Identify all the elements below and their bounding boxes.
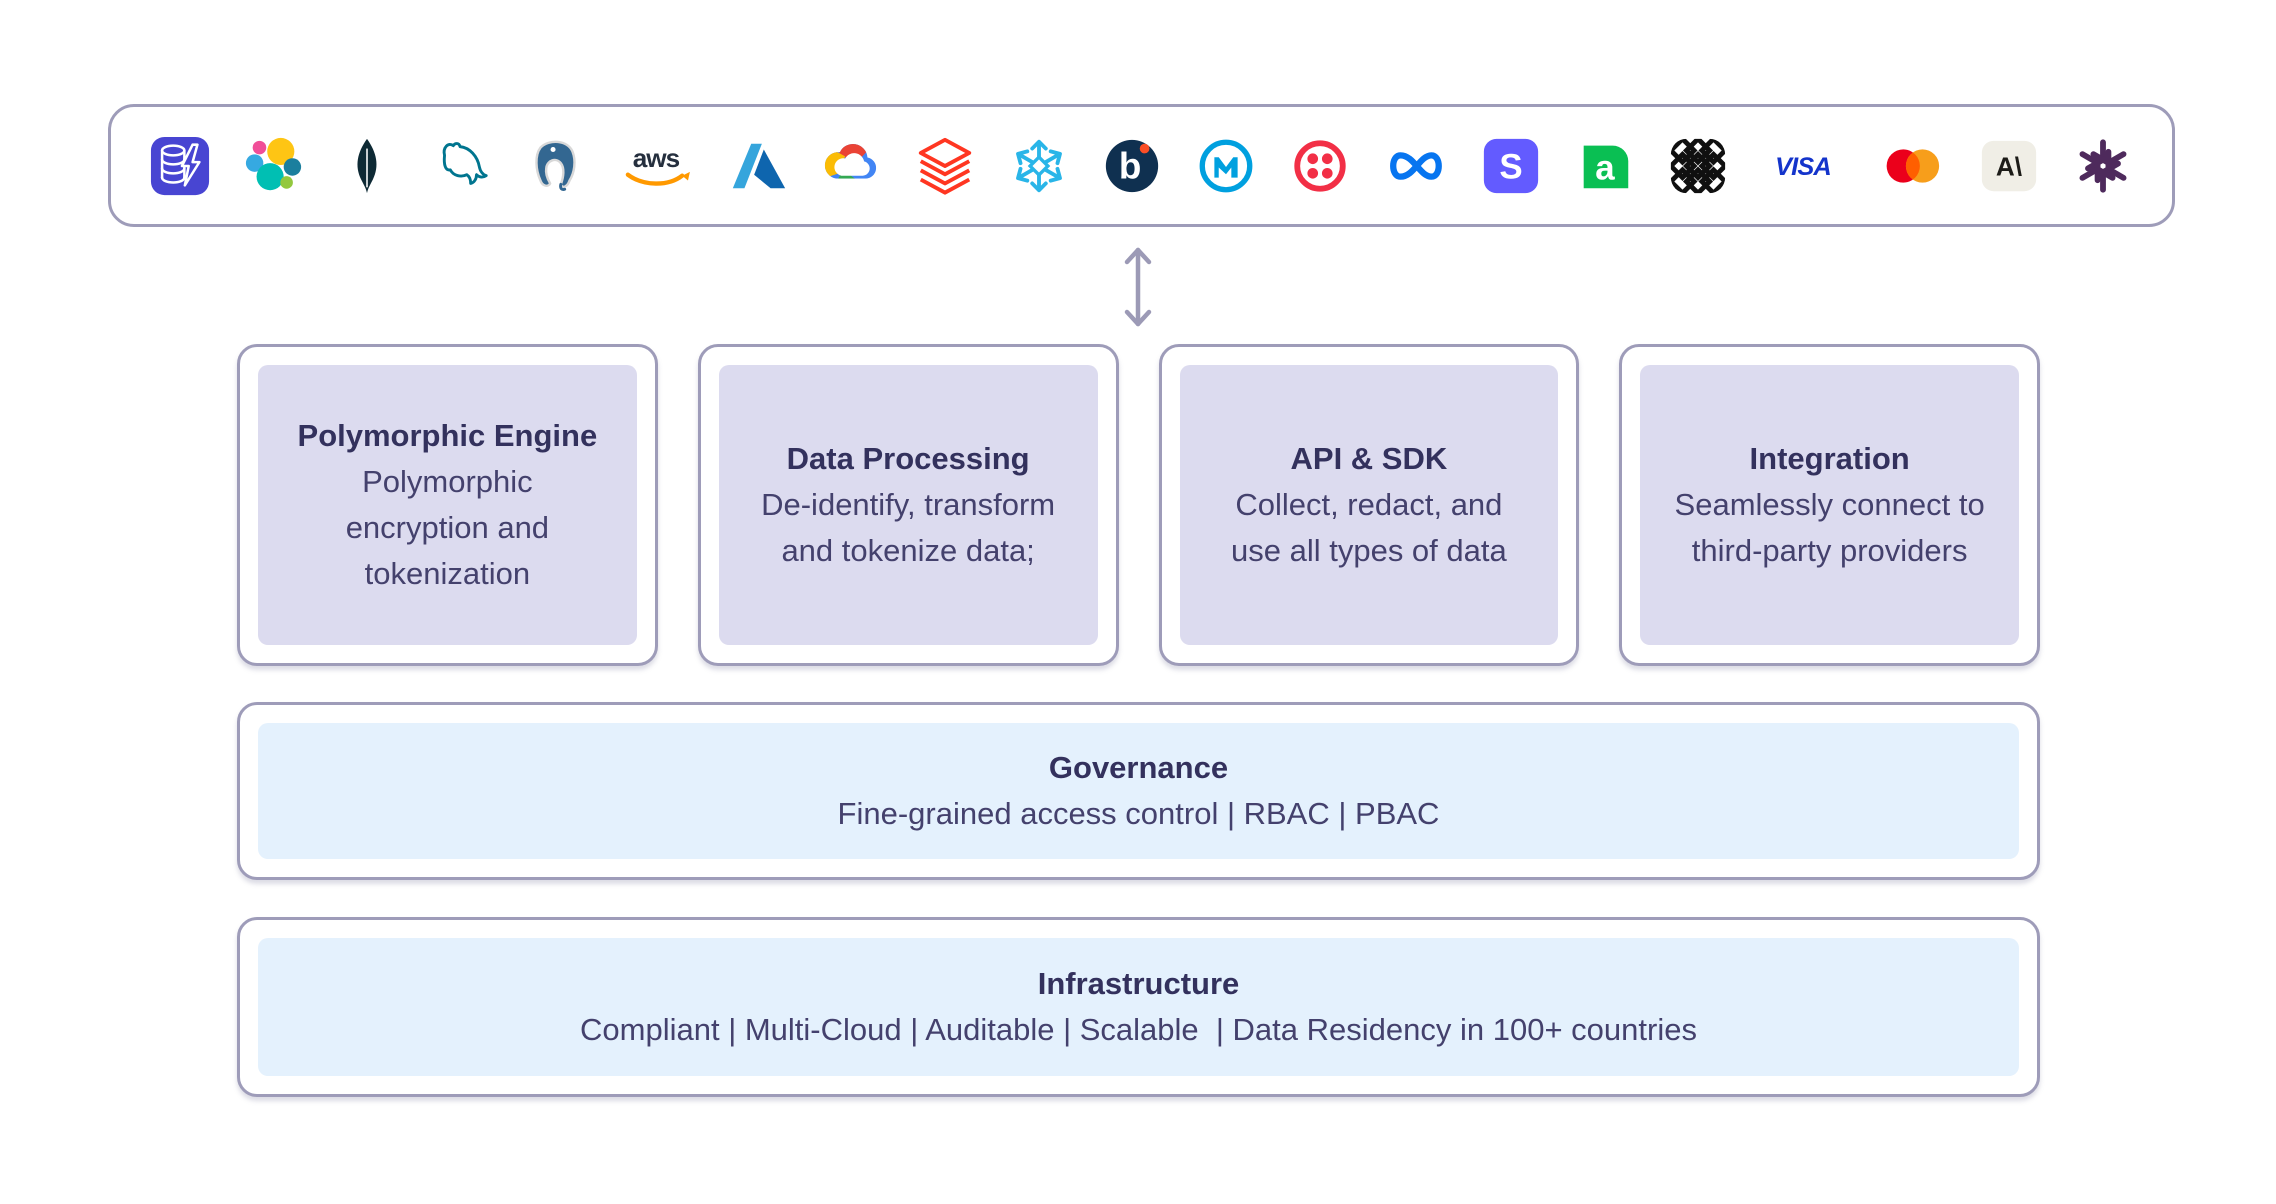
feature-card-description: De-identify, transform and tokenize data…: [761, 487, 1064, 568]
mulesoft-logo: [1195, 135, 1257, 197]
adyen-logo: a: [1574, 135, 1636, 197]
databricks-logo: [914, 135, 976, 197]
boomi-letter: b: [1119, 145, 1141, 186]
infrastructure-band-inner: Infrastructure Compliant | Multi-Cloud |…: [258, 938, 2019, 1076]
marqeta-logo: [1667, 135, 1729, 197]
governance-title: Governance: [1048, 750, 1229, 785]
visa-wordmark: VISA: [1775, 152, 1831, 180]
mongodb-logo: [336, 135, 398, 197]
feature-card-description: Polymorphic encryption and tokenization: [345, 464, 558, 591]
infrastructure-title: Infrastructure: [1037, 966, 1240, 1001]
feature-card-description: Collect, redact, and use all types of da…: [1231, 487, 1512, 568]
mastercard-logo: [1877, 135, 1947, 197]
twilio-logo: [1289, 135, 1351, 197]
feature-card-api-sdk: API & SDK Collect, redact, and use all t…: [1158, 344, 1580, 666]
governance-band-inner: Governance Fine-grained access control |…: [258, 723, 2019, 859]
snowflake-logo: [1008, 135, 1070, 197]
elasticsearch-logo: [243, 135, 305, 197]
feature-card-inner: Integration Seamlessly connect to third-…: [1640, 365, 2019, 645]
infrastructure-description: Compliant | Multi-Cloud | Auditable | Sc…: [580, 1012, 1697, 1047]
visa-logo: VISA: [1761, 135, 1845, 197]
infrastructure-band: Infrastructure Compliant | Multi-Cloud |…: [237, 917, 2040, 1097]
aws-wordmark: aws: [633, 142, 680, 172]
feature-card-inner: API & SDK Collect, redact, and use all t…: [1179, 365, 1559, 645]
feature-card-title: Data Processing: [786, 441, 1030, 476]
adyen-letter: a: [1595, 148, 1615, 187]
anthropic-logo: A\: [1978, 135, 2040, 197]
feature-card-polymorphic-engine: Polymorphic Engine Polymorphic encryptio…: [237, 344, 658, 666]
openai-logo: [2072, 135, 2134, 197]
feature-card-title: Integration: [1749, 441, 1910, 476]
stripe-logo: S: [1480, 135, 1542, 197]
aws-logo: aws: [617, 135, 695, 197]
feature-card-inner: Polymorphic Engine Polymorphic encryptio…: [258, 365, 637, 645]
partner-logo-bar: aws: [108, 104, 2175, 227]
feature-card-row: Polymorphic Engine Polymorphic encryptio…: [237, 344, 2040, 666]
stripe-letter: S: [1499, 147, 1522, 186]
feature-card-title: API & SDK: [1290, 441, 1448, 476]
microsoft-azure-logo: [727, 135, 789, 197]
feature-card-integration: Integration Seamlessly connect to third-…: [1619, 344, 2040, 666]
anthropic-letterform: A\: [1996, 151, 2023, 181]
meta-logo: [1382, 135, 1448, 197]
mysql-logo: [430, 135, 492, 197]
database-lightning-logo: [149, 135, 211, 197]
postgresql-logo: [524, 135, 586, 197]
feature-card-title: Polymorphic Engine: [297, 418, 598, 453]
feature-card-inner: Data Processing De-identify, transform a…: [718, 365, 1098, 645]
governance-band: Governance Fine-grained access control |…: [237, 702, 2040, 880]
governance-description: Fine-grained access control | RBAC | PBA…: [837, 796, 1440, 831]
feature-card-description: Seamlessly connect to third-party provid…: [1674, 487, 1994, 568]
bidirectional-arrow-icon: [1124, 247, 1152, 327]
feature-card-data-processing: Data Processing De-identify, transform a…: [697, 344, 1119, 666]
boomi-logo: b: [1101, 135, 1163, 197]
arrow-container: [0, 243, 2276, 331]
google-cloud-logo: [820, 135, 882, 197]
